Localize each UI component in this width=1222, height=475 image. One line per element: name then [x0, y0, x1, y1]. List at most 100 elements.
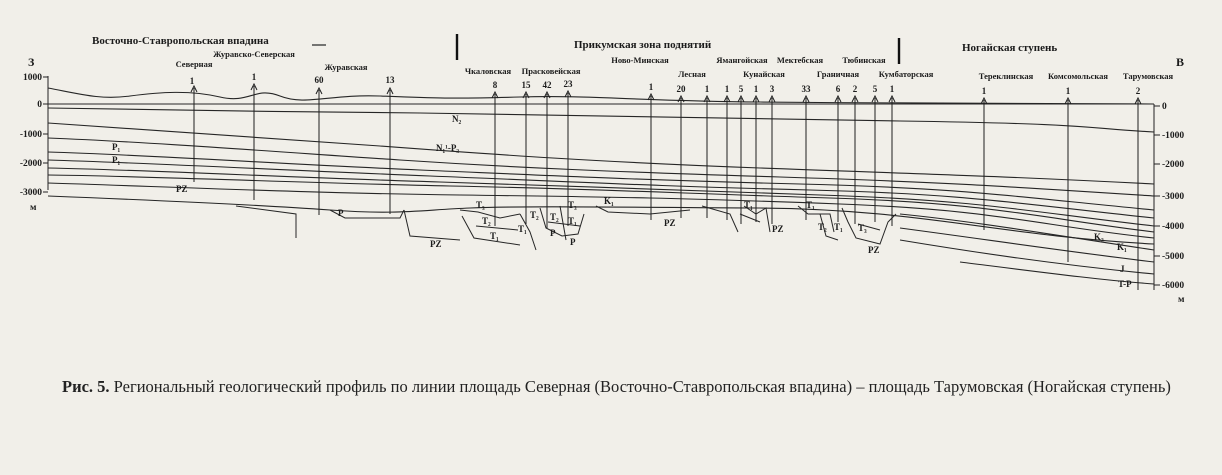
strata-label: J [1120, 264, 1125, 274]
area-name-tarumovskaya: Тарумовская [1123, 71, 1174, 81]
strata-label: PZ [868, 245, 880, 255]
right-tick-3000m: -3000 [1162, 192, 1184, 202]
strata-label: PZ [176, 184, 188, 194]
strata-label: T₃ [858, 223, 867, 233]
well-number: 1 [649, 82, 654, 92]
area-names: Северная Журавско-Северская Журавская Чк… [176, 49, 1174, 81]
well-number: 1 [890, 84, 895, 94]
well-number: 15 [522, 80, 532, 90]
strata-label: T₂ [530, 210, 539, 220]
area-name-kunayskaya: Кунайская [743, 69, 785, 79]
well-number: 1 [1066, 86, 1071, 96]
figure-caption: Рис. 5. Региональный геологический профи… [62, 375, 1182, 398]
east-label: В [1176, 55, 1184, 69]
well-number: 33 [802, 84, 812, 94]
horizon-5 [47, 167, 1155, 227]
strata-label: K₁ [1117, 242, 1127, 252]
right-tick-0: 0 [1162, 102, 1167, 112]
strata-label: P [570, 237, 576, 247]
strata-label: T₁ [568, 216, 577, 226]
strata-label: N₂ [452, 114, 461, 124]
well-number: 3 [770, 84, 775, 94]
strata-label: K₂ [1094, 232, 1104, 242]
relief-line [47, 87, 1155, 105]
well-number: 5 [873, 84, 878, 94]
strata-label: K₁ [604, 196, 614, 206]
strata-label: PZ [772, 224, 784, 234]
well-number: 1 [982, 86, 987, 96]
strata-label: T₃ [476, 200, 485, 210]
well-number: 1 [725, 84, 730, 94]
strata-label: T₁ [834, 222, 843, 232]
well-number: 5 [739, 84, 744, 94]
strata-label: T₂ [550, 212, 559, 222]
well-number: 8 [493, 80, 498, 90]
well-number: 2 [1136, 86, 1141, 96]
horizon-deep-1 [899, 213, 1155, 251]
well-numbers: 1 1 60 13 8 15 42 23 1 20 1 1 5 1 3 33 6… [190, 72, 1141, 96]
well-number: 13 [386, 75, 396, 85]
area-name-granichnaya: Граничная [817, 69, 860, 79]
area-name-mektebskaya: Мектебская [777, 55, 824, 65]
left-tick-1000m: -1000 [20, 130, 42, 140]
left-tick-2000m: -2000 [20, 159, 42, 169]
basement-blocks [235, 205, 897, 251]
well-number: 1 [190, 76, 195, 86]
strata-label: T₂ [482, 216, 491, 226]
strata-label: T₁ [744, 200, 753, 210]
well-number: 1 [252, 72, 257, 82]
horizon-k1 [47, 182, 1155, 239]
horizon-6 [47, 174, 1155, 233]
west-label: З [28, 55, 34, 69]
strata-label: P₁ [112, 155, 120, 165]
area-name-severnaya: Северная [176, 59, 213, 69]
zone-prikumsk: Прикумская зона поднятий [574, 39, 712, 51]
horizon-n2 [47, 107, 1155, 133]
strata-label: T₂ [818, 222, 827, 232]
zone-east-stavropol: Восточно-Ставропольская впадина [92, 35, 269, 47]
strata-label: T₃ [568, 200, 577, 210]
strata-label: T₁ [490, 231, 499, 241]
strata-label: N₁¹-P₃ [436, 143, 459, 153]
right-depth-axis: 0 -1000 -2000 -3000 -4000 -5000 -6000 м [1153, 102, 1185, 305]
well-number: 60 [315, 75, 325, 85]
area-name-tereklinskaya: Тереклинская [979, 71, 1034, 81]
strata-label: PZ [664, 218, 676, 228]
well-number: 1 [705, 84, 710, 94]
well-number: 1 [754, 84, 759, 94]
figure-caption-label: Рис. 5. [62, 377, 110, 396]
well-number: 42 [543, 80, 553, 90]
horizon-deep-2 [899, 227, 1155, 263]
left-tick-1000: 1000 [23, 73, 42, 83]
area-name-zhuravsko-severskaya: Журавско-Северская [213, 49, 295, 59]
stratigraphic-boundaries [47, 87, 1155, 285]
well-number: 2 [853, 84, 858, 94]
right-tick-6000m: -6000 [1162, 281, 1184, 291]
strata-label: PZ [430, 239, 442, 249]
strata-label: P [550, 228, 556, 238]
right-tick-4000m: -4000 [1162, 222, 1184, 232]
horizon-deep-3 [899, 239, 1155, 275]
well-number: 23 [564, 79, 574, 89]
area-name-kumbatorskaya: Кумбаторская [879, 69, 934, 79]
area-name-praskoveyskaya: Прасковейская [522, 66, 581, 76]
well-number: 6 [836, 84, 841, 94]
horizon-4 [47, 159, 1155, 219]
horizon-2 [47, 137, 1155, 197]
area-name-komsomolskaya: Комсомольская [1048, 71, 1108, 81]
strata-label: T₁ [806, 200, 815, 210]
area-name-lesnaya: Лесная [678, 69, 706, 79]
left-tick-3000m: -3000 [20, 188, 42, 198]
area-name-tyubinskaya: Тюбинская [842, 55, 886, 65]
horizon-1 [47, 122, 1155, 185]
left-axis-unit: м [30, 203, 37, 213]
geologic-profile: З В Восточно-Ставропольская впадина Прик… [20, 34, 1185, 305]
well-number: 20 [677, 84, 687, 94]
figure-caption-text: Региональный геологический профиль по ли… [113, 377, 1171, 396]
area-name-yamangoyskaya: Ямангойская [716, 55, 768, 65]
strata-labels: P₁ P₁ N₂ N₁¹-P₃ PZ P PZ T₃ T₂ T₁ T₂ T₁ T… [112, 114, 1132, 289]
right-tick-2000m: -2000 [1162, 160, 1184, 170]
zone-nogai: Ногайская ступень [962, 42, 1057, 54]
strata-label: P [338, 208, 344, 218]
wells [190, 82, 1142, 290]
